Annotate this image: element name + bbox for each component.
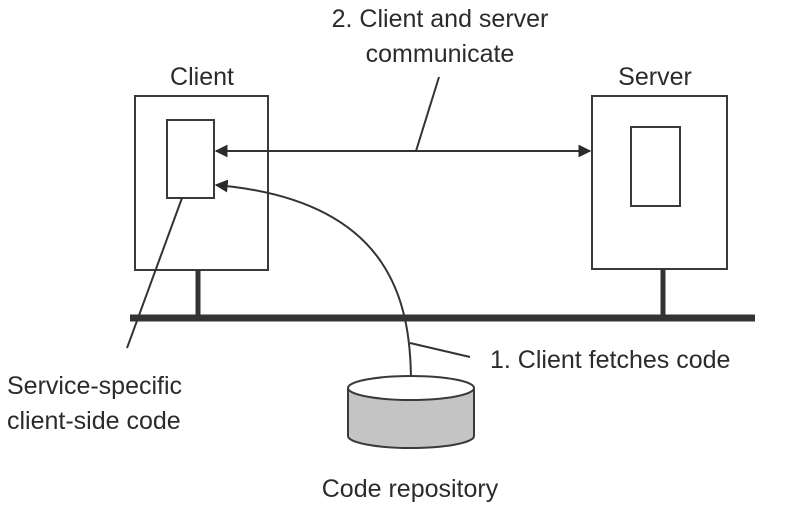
client-code-label-line2: client-side code: [7, 407, 181, 435]
fetch-leader-line: [409, 342, 471, 358]
server-process-box: [630, 126, 681, 207]
communicate-label-line2: communicate: [366, 40, 515, 68]
client-code-label-line1: Service-specific: [7, 372, 182, 400]
communicate-leader-line: [415, 76, 440, 152]
fetch-label: 1. Client fetches code: [490, 346, 730, 374]
code-repository-cylinder-icon: [347, 375, 475, 449]
communicate-label-line1: 2. Client and server: [332, 5, 549, 33]
client-code-leader-line: [126, 197, 183, 349]
client-label: Client: [170, 63, 234, 91]
repository-label: Code repository: [322, 475, 499, 503]
server-label: Server: [618, 63, 692, 91]
client-side-code-box: [166, 119, 215, 199]
fetch-code-arrow: [214, 179, 412, 384]
